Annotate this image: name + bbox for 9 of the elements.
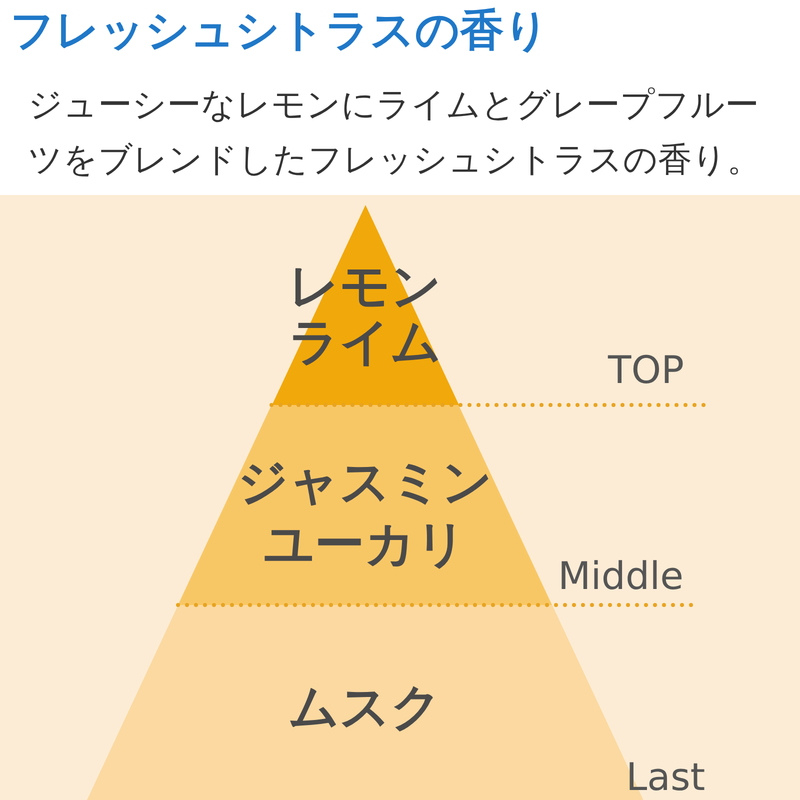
- layer-label: TOP: [608, 347, 684, 393]
- pyramid-band: [178, 405, 552, 605]
- title: フレッシュシトラスの香り: [10, 4, 549, 58]
- note-label: ジャスミン: [236, 453, 494, 511]
- note-label: ムスク: [287, 678, 442, 736]
- note-label: ユーカリ: [262, 515, 468, 573]
- description-text: ジューシーなレモンにライムとグレープフルーツをブレンドしたフレッシュシトラスの香り。: [28, 84, 762, 182]
- layer-label: Middle: [558, 553, 684, 599]
- layer-label: Last: [626, 754, 706, 800]
